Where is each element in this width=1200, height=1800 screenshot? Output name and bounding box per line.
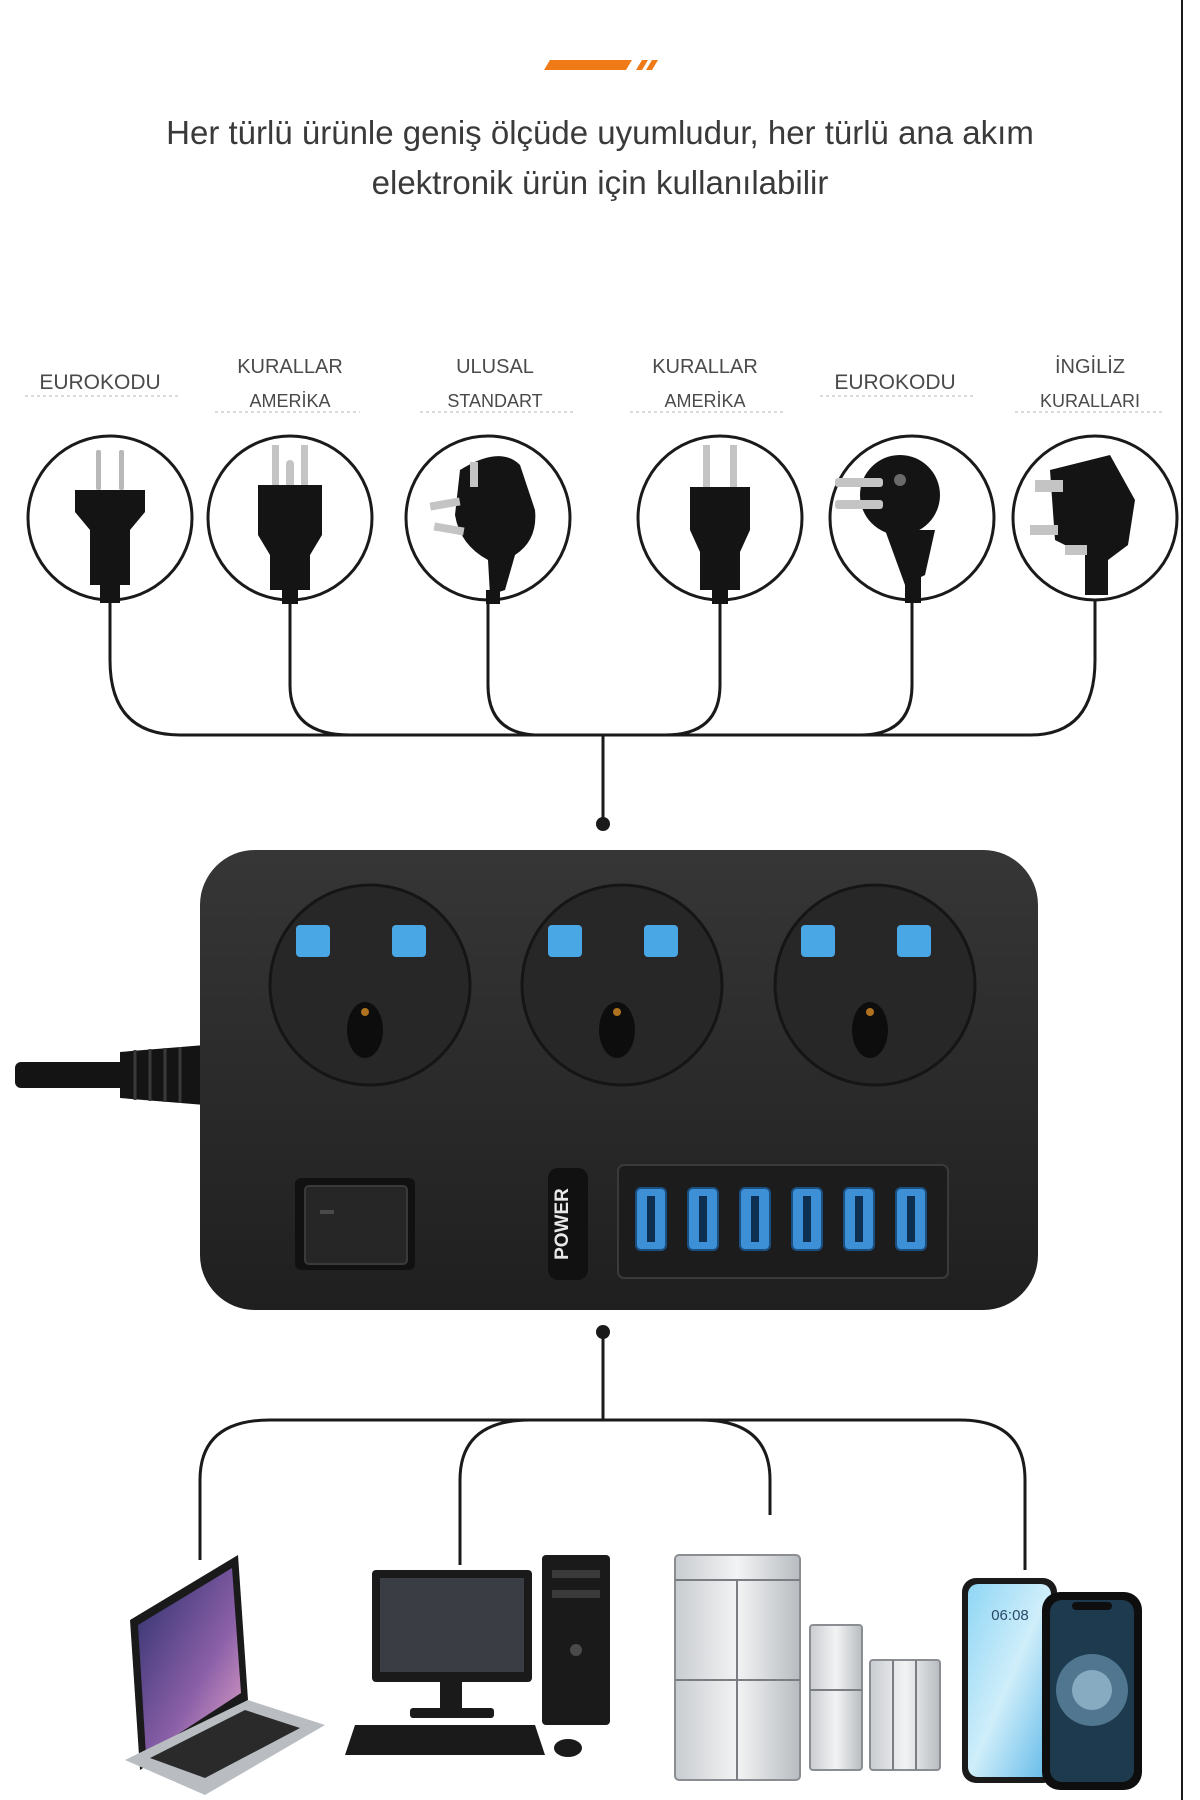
desktop-computer-icon <box>345 1555 610 1757</box>
label-underlines <box>25 395 1165 413</box>
plug-connector-lines <box>108 600 1097 822</box>
cn-3pin-plug-icon <box>429 456 536 604</box>
schuko-plug-icon <box>835 455 940 603</box>
headline-line-2: elektronik ürün için kullanılabilir <box>371 164 829 201</box>
plug-label-5: EUROKODU <box>834 371 956 394</box>
strip-cable <box>15 1045 205 1105</box>
plug-label-3: ULUSAL STANDART <box>447 356 543 411</box>
phone-clock: 06:08 <box>991 1607 1029 1624</box>
power-logo: POWER <box>548 1168 588 1280</box>
uk-3pin-plug-icon <box>1030 455 1135 595</box>
outlet-1 <box>268 883 472 1087</box>
headline: Her türlü ürünle geniş ölçüde uyumludur,… <box>0 108 1200 208</box>
headline-line-1: Her türlü ürünle geniş ölçüde uyumludur,… <box>166 114 1034 151</box>
us-2pin-plug-icon <box>690 445 750 604</box>
refrigerator-icon <box>674 1554 941 1781</box>
plug-label-6: İNGİLİZ KURALLARI <box>1039 356 1141 411</box>
eu-2pin-plug-icon <box>75 450 145 603</box>
usb-panel <box>617 1164 949 1279</box>
outlet-2 <box>520 883 724 1087</box>
smartphone-icon: 06:08 <box>962 1578 1142 1790</box>
plug-label-2: KURALLAR AMERİKA <box>237 356 343 411</box>
power-switch <box>295 1178 415 1270</box>
us-3pin-plug-icon <box>258 445 322 604</box>
power-logo-text: POWER <box>552 1188 573 1260</box>
accent-stripes <box>544 60 658 70</box>
right-border-line <box>1181 0 1183 1800</box>
device-connector-lines <box>198 1332 1027 1570</box>
laptop-icon <box>125 1555 325 1795</box>
connector-dot-top <box>596 817 610 831</box>
plug-label-1: EUROKODU <box>39 371 161 394</box>
plug-label-4: KURALLAR AMERİKA <box>652 356 758 411</box>
plug-circles <box>26 434 1179 602</box>
outlet-3 <box>773 883 977 1087</box>
